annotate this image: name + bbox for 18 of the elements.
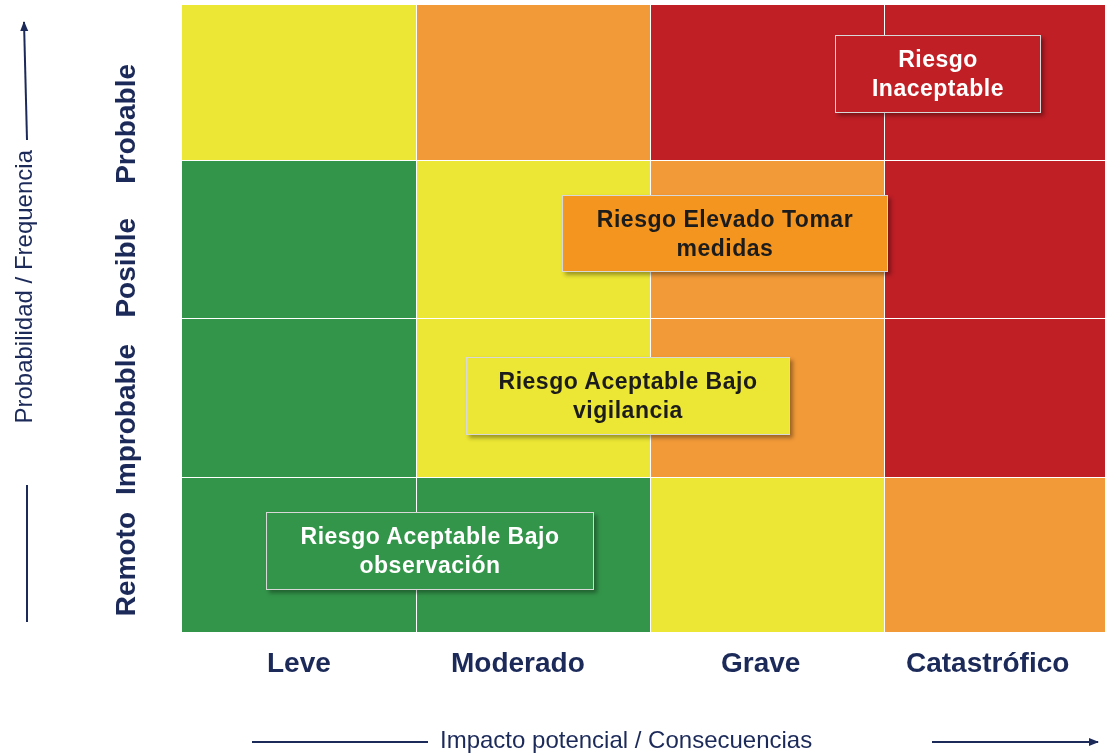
risk-level-box bbox=[562, 195, 888, 272]
row-label: Remoto bbox=[110, 512, 142, 617]
axis-title: Probabilidad / Frequencia bbox=[10, 150, 38, 424]
risk-level-text: Riesgo Aceptable Bajo observación bbox=[299, 522, 561, 580]
column-label: Moderado bbox=[451, 647, 585, 679]
risk-level-box bbox=[835, 35, 1041, 113]
row-label: Probable bbox=[110, 64, 142, 184]
risk-level-text: Riesgo Elevado Tomar medidas bbox=[595, 204, 855, 263]
column-label: Grave bbox=[721, 647, 801, 679]
column-label: Leve bbox=[267, 647, 331, 679]
risk-level-text: Riesgo Inaceptable bbox=[870, 45, 1005, 103]
risk-level-text: Riesgo Aceptable Bajo vigilancia bbox=[497, 367, 759, 425]
row-label: Improbable bbox=[110, 344, 142, 495]
axis-title: Impacto potencial / Consecuencias bbox=[440, 726, 813, 754]
row-label: Posible bbox=[110, 218, 142, 318]
column-label: Catastrófico bbox=[906, 647, 1070, 679]
risk-level-box bbox=[466, 357, 790, 435]
risk-level-box bbox=[266, 512, 594, 590]
